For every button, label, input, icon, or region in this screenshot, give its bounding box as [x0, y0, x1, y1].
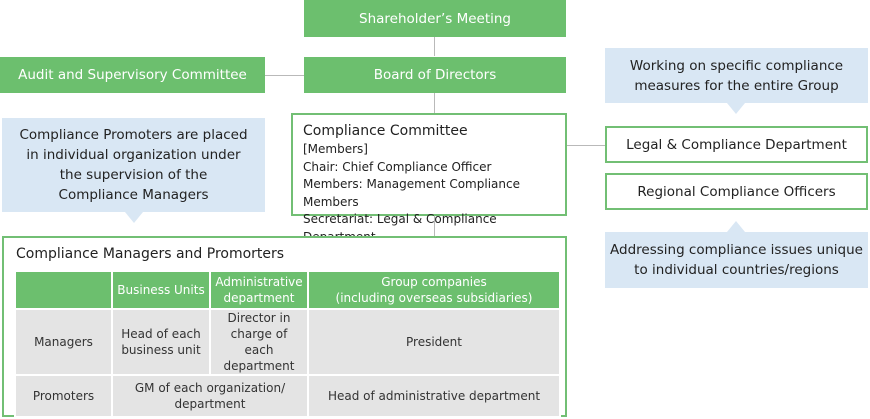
connector-audit-board	[265, 75, 304, 76]
managers-admin-line-1: Director in	[227, 311, 291, 325]
legal-compliance-department-box: Legal & Compliance Department	[605, 126, 868, 163]
committee-members-label: [Members]	[303, 142, 368, 156]
callout-group-measures: Working on specific compliance measures …	[605, 48, 868, 103]
managers-label: Managers	[14, 308, 113, 376]
connector-committee-managers	[434, 216, 435, 236]
audit-committee-label: Audit and Supervisory Committee	[18, 67, 247, 83]
compliance-committee-box: Compliance Committee [Members] Chair: Ch…	[291, 113, 567, 244]
committee-members: Members: Management Compliance Members	[303, 177, 520, 209]
audit-committee-box: Audit and Supervisory Committee	[0, 57, 265, 93]
regional-compliance-officers-label: Regional Compliance Officers	[637, 183, 836, 200]
table-row: Promoters GM of each organization/ depar…	[14, 374, 561, 418]
promoters-group-companies: Head of administrative department	[307, 374, 561, 418]
managers-bu-line-2: business unit	[121, 343, 201, 357]
callout-regional-pointer	[727, 221, 745, 232]
connector-shareholders-board	[434, 37, 435, 56]
callout-regional-issues: Addressing compliance issues unique to i…	[605, 232, 868, 288]
header-blank	[14, 270, 113, 310]
promoters-label: Promoters	[14, 374, 113, 418]
managers-bu-line-1: Head of each	[121, 327, 201, 341]
callout-promoters-line-4: Compliance Managers	[58, 187, 209, 203]
managers-promoters-table: Business Units Administrative department…	[14, 270, 561, 418]
regional-compliance-officers-box: Regional Compliance Officers	[605, 173, 868, 210]
managers-business-units: Head of each business unit	[111, 308, 211, 376]
connector-board-committee	[434, 93, 435, 113]
managers-promoters-panel: Compliance Managers and Promorters Busin…	[2, 236, 567, 418]
managers-group-companies: President	[307, 308, 561, 376]
managers-promoters-title: Compliance Managers and Promorters	[16, 246, 285, 262]
table-row: Managers Head of each business unit Dire…	[14, 308, 561, 376]
shareholders-meeting-label: Shareholder’s Meeting	[359, 10, 511, 27]
callout-promoters-line-3: the supervision of the	[59, 167, 208, 183]
callout-regional-line-1: Addressing compliance issues unique	[610, 242, 863, 258]
callout-group-measures-line-2: measures for the entire Group	[634, 77, 839, 94]
connector-committee-legal	[566, 145, 606, 146]
callout-promoters-line-2: in individual organization under	[26, 147, 241, 163]
committee-chair: Chair: Chief Compliance Officer	[303, 159, 492, 174]
header-admin-dept: Administrative department	[209, 270, 309, 310]
promoters-bu-admin-line-2: department	[174, 397, 246, 411]
callout-group-measures-pointer	[727, 103, 745, 114]
managers-admin-line-3: department	[223, 359, 295, 373]
header-group-companies-line-2: (including overseas subsidiaries)	[335, 291, 533, 305]
board-of-directors-box: Board of Directors	[304, 57, 566, 93]
header-business-units: Business Units	[111, 270, 211, 310]
header-group-companies-line-1: Group companies	[381, 275, 487, 289]
callout-regional-line-2: to individual countries/regions	[634, 262, 839, 278]
board-of-directors-label: Board of Directors	[373, 67, 497, 83]
shareholders-meeting-box: Shareholder’s Meeting	[304, 0, 566, 37]
managers-admin-dept: Director in charge of each department	[209, 308, 309, 376]
promoters-bu-admin-line-1: GM of each organization/	[134, 381, 286, 395]
header-admin-dept-line-1: Administrative	[215, 275, 303, 289]
callout-promoters-pointer	[125, 212, 143, 223]
header-admin-dept-line-2: department	[223, 291, 295, 305]
promoters-bu-admin: GM of each organization/ department	[111, 374, 309, 418]
header-group-companies: Group companies (including overseas subs…	[307, 270, 561, 310]
legal-compliance-department-label: Legal & Compliance Department	[626, 136, 847, 153]
managers-admin-line-2: charge of each	[230, 327, 288, 357]
table-header-row: Business Units Administrative department…	[14, 270, 561, 310]
callout-promoters-placement: Compliance Promoters are placed in indiv…	[2, 118, 265, 212]
callout-group-measures-line-1: Working on specific compliance	[629, 57, 844, 74]
compliance-committee-title: Compliance Committee	[303, 123, 468, 139]
callout-promoters-line-1: Compliance Promoters are placed	[19, 127, 248, 143]
